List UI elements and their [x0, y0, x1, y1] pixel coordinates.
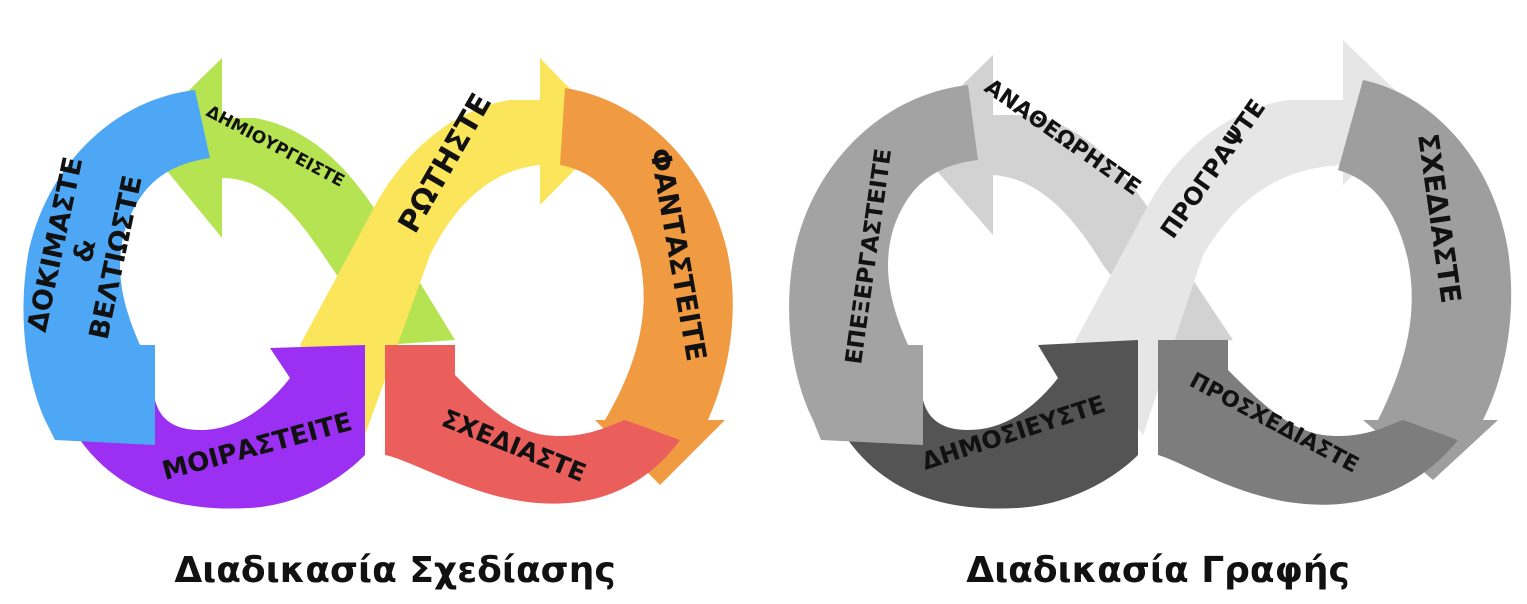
design-segment-imagine — [560, 88, 733, 485]
writing-process-caption: Διαδικασία Γραφής — [966, 550, 1350, 591]
writing-segment-edit — [789, 85, 978, 445]
design-process-caption: Διαδικασία Σχεδίασης — [174, 550, 615, 591]
writing-segment-plan — [1338, 80, 1512, 480]
writing-process-loop: ΑΝΑΘΕΩΡΗΣΤΕ ΠΡΟΓΡΑΨΤΕ ΣΧΕΔΙΑΣΤΕ ΠΡΟΣΧΕΔΙ… — [789, 40, 1512, 591]
design-segment-design — [385, 345, 680, 504]
design-process-diagram: ΔΗΜΙΟΥΡΓΕΙΣΤΕ ΡΩΤΗΣΤΕ ΦΑΝΤΑΣΤΕΙΤΕ ΣΧΕΔΙΑ… — [0, 0, 763, 604]
writing-segment-draft — [1073, 40, 1418, 435]
design-segment-share — [80, 345, 365, 509]
design-process-loop: ΔΗΜΙΟΥΡΓΕΙΣΤΕ ΡΩΤΗΣΤΕ ΦΑΝΤΑΣΤΕΙΤΕ ΣΧΕΔΙΑ… — [22, 58, 733, 591]
writing-segment-outline — [1158, 340, 1458, 505]
design-segment-ask — [300, 58, 612, 435]
design-segment-test — [23, 90, 210, 445]
writing-process-diagram: ΑΝΑΘΕΩΡΗΣΤΕ ΠΡΟΓΡΑΨΤΕ ΣΧΕΔΙΑΣΤΕ ΠΡΟΣΧΕΔΙ… — [763, 0, 1527, 604]
writing-segment-publish — [848, 340, 1138, 509]
